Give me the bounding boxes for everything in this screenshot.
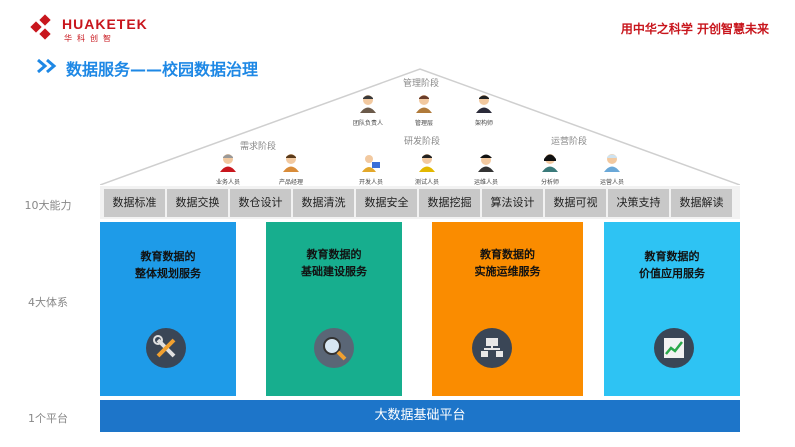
- role-label: 运维人员: [473, 179, 498, 186]
- pillar-application-service: 教育数据的价值应用服务: [604, 222, 740, 396]
- stage-label-requirements: 需求阶段: [240, 142, 277, 152]
- role-label: 分析师: [540, 179, 559, 186]
- capability-algorithm-design: 算法设计: [482, 189, 543, 217]
- capability-data-security: 数据安全: [356, 189, 417, 217]
- capability-data-cleansing: 数据清洗: [293, 189, 354, 217]
- developer-icon: [362, 155, 380, 172]
- role-product-manager: 产品经理: [273, 152, 309, 186]
- row-label-platform: 1个平台: [28, 412, 68, 425]
- role-label: 管理层: [414, 120, 433, 127]
- stage-label-operations: 运营阶段: [551, 137, 588, 147]
- pillar-title: 教育数据的价值应用服务: [639, 250, 705, 280]
- role-ops-engineer: 运维人员: [468, 152, 504, 186]
- role-label: 架构师: [474, 120, 493, 127]
- chart-growth-icon: [654, 328, 694, 368]
- analyst-icon: [542, 154, 558, 172]
- role-label: 运营人员: [599, 179, 624, 186]
- role-team-lead: 团队负责人: [350, 93, 386, 127]
- slogan: 用中华之科学 开创智慧未来: [620, 22, 769, 36]
- role-architect: 架构师: [466, 93, 502, 127]
- capability-data-exchange: 数据交换: [167, 189, 228, 217]
- capability-data-standard: 数据标准: [104, 189, 165, 217]
- page-title: 数据服务——校园数据治理: [66, 60, 259, 79]
- tester-icon: [419, 154, 435, 172]
- big-data-platform-bar: 大数据基础平台: [100, 400, 740, 432]
- pillar-infrastructure-service: 教育数据的基础建设服务: [266, 222, 402, 396]
- capability-data-interpretation: 数据解读: [671, 189, 732, 217]
- capability-data-visualization: 数据可视: [545, 189, 606, 217]
- row-label-systems: 4大体系: [28, 296, 68, 309]
- logo-subtext: 华科创智: [64, 34, 116, 43]
- pillar-title: 教育数据的基础建设服务: [301, 248, 367, 278]
- role-label: 测试人员: [414, 179, 439, 186]
- stage-label-development: 研发阶段: [404, 137, 441, 147]
- operator-icon: [604, 154, 620, 172]
- role-label: 开发人员: [358, 179, 383, 186]
- executive-icon: [416, 95, 432, 113]
- manager-icon: [360, 95, 376, 113]
- ops-engineer-icon: [478, 154, 494, 172]
- role-executive: 管理层: [406, 93, 442, 127]
- role-label: 团队负责人: [352, 120, 383, 127]
- roof-outline: [100, 68, 740, 185]
- capability-warehouse-design: 数仓设计: [230, 189, 291, 217]
- pillar-title: 教育数据的实施运维服务: [474, 248, 541, 278]
- pillar-operations-service: 教育数据的实施运维服务: [432, 222, 583, 396]
- capability-decision-support: 决策支持: [608, 189, 669, 217]
- logo-mark-icon: [30, 14, 51, 40]
- business-user-icon: [220, 154, 236, 172]
- double-chevron-icon: [37, 58, 57, 74]
- pillar-planning-service: 教育数据的整体规划服务: [100, 222, 236, 396]
- company-logo: HUAKETEK 华科创智: [30, 14, 190, 44]
- logo-text: HUAKETEK: [62, 16, 148, 32]
- role-label: 业务人员: [215, 179, 240, 186]
- capability-data-mining: 数据挖掘: [419, 189, 480, 217]
- product-manager-icon: [283, 154, 299, 172]
- role-label: 产品经理: [278, 179, 303, 186]
- role-analyst: 分析师: [532, 152, 568, 186]
- magnifier-icon: [314, 328, 354, 368]
- architect-icon: [476, 95, 492, 113]
- capabilities-bar: 数据标准 数据交换 数仓设计 数据清洗 数据安全 数据挖掘 算法设计 数据可视 …: [100, 186, 740, 219]
- pillar-title: 教育数据的整体规划服务: [135, 250, 201, 280]
- role-business-user: 业务人员: [210, 152, 246, 186]
- roles-roof: 管理阶段 需求阶段 研发阶段 运营阶段 团队负责人 管理层 架构师 业务人员 产…: [100, 68, 740, 186]
- tools-icon: [146, 328, 186, 368]
- role-developer: 开发人员: [353, 152, 389, 186]
- role-operator: 运营人员: [594, 152, 630, 186]
- stage-label-management: 管理阶段: [403, 79, 440, 89]
- network-icon: [472, 328, 512, 368]
- role-tester: 测试人员: [409, 152, 445, 186]
- row-label-capabilities: 10大能力: [24, 199, 72, 212]
